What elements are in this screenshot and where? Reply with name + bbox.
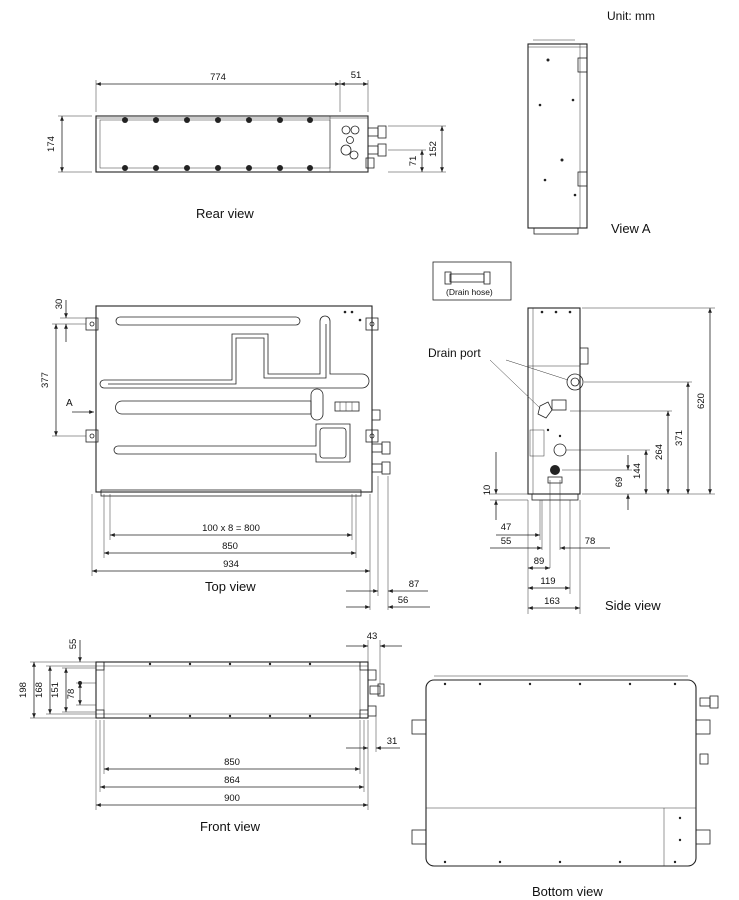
top-dim-56: 56 <box>398 595 409 606</box>
top-dim-934: 934 <box>223 559 239 570</box>
rear-dim-51: 51 <box>351 70 362 81</box>
front-dim-43: 43 <box>367 631 378 642</box>
top-dim-87: 87 <box>409 579 420 590</box>
front-dim-198: 198 <box>18 682 29 698</box>
side-dim-78: 78 <box>585 536 596 547</box>
top-dim-30: 30 <box>54 299 65 310</box>
rear-dim-152: 152 <box>428 141 439 157</box>
bottom-view-drawing <box>411 675 719 867</box>
side-dim-163: 163 <box>544 596 560 607</box>
rear-view-title: Rear view <box>196 206 254 221</box>
front-dim-900: 900 <box>224 793 240 804</box>
front-dim-168: 168 <box>34 682 45 698</box>
top-view-title: Top view <box>205 579 256 594</box>
drain-hose-box <box>432 261 512 301</box>
front-dim-78: 78 <box>66 689 77 700</box>
front-dim-864: 864 <box>224 775 240 786</box>
side-dim-264: 264 <box>654 444 665 460</box>
drain-port-label: Drain port <box>428 346 481 360</box>
rear-dim-774: 774 <box>210 72 226 83</box>
drain-hose-label: (Drain hose) <box>446 287 493 297</box>
view-a-drawing <box>527 39 588 235</box>
front-view-title: Front view <box>200 819 260 834</box>
side-dim-55: 55 <box>501 536 512 547</box>
view-a-title: View A <box>611 221 651 236</box>
side-dim-69: 69 <box>614 477 625 488</box>
top-dim-377: 377 <box>40 372 51 388</box>
side-dim-144: 144 <box>632 463 643 479</box>
side-dim-119: 119 <box>540 576 555 587</box>
front-dim-151: 151 <box>50 682 61 698</box>
side-view-drawing: 620 371 264 144 69 10 47 55 78 89 <box>432 261 715 614</box>
rear-dim-174: 174 <box>46 136 57 152</box>
front-dim-31: 31 <box>387 736 398 747</box>
side-dim-620: 620 <box>696 393 707 409</box>
bottom-view-title: Bottom view <box>532 884 603 899</box>
side-dim-89: 89 <box>534 556 545 567</box>
unit-label: Unit: mm <box>607 9 655 23</box>
front-view-drawing: 198 168 151 78 55 43 31 850 864 900 <box>18 631 402 810</box>
side-dim-371: 371 <box>674 430 685 446</box>
front-dim-850: 850 <box>224 757 240 768</box>
side-dim-47: 47 <box>501 522 512 533</box>
top-dim-850: 850 <box>222 541 238 552</box>
view-a-marker: A <box>66 398 73 409</box>
top-dim-pitch: 100 x 8 = 800 <box>202 523 260 534</box>
front-dim-55: 55 <box>68 639 79 650</box>
side-view-title: Side view <box>605 598 661 613</box>
top-view-drawing: 377 30 100 x 8 = 800 850 934 87 56 <box>40 299 430 610</box>
rear-view-drawing: 774 51 174 152 71 <box>46 70 446 173</box>
rear-dim-71: 71 <box>408 156 419 167</box>
side-dim-10: 10 <box>482 485 493 496</box>
